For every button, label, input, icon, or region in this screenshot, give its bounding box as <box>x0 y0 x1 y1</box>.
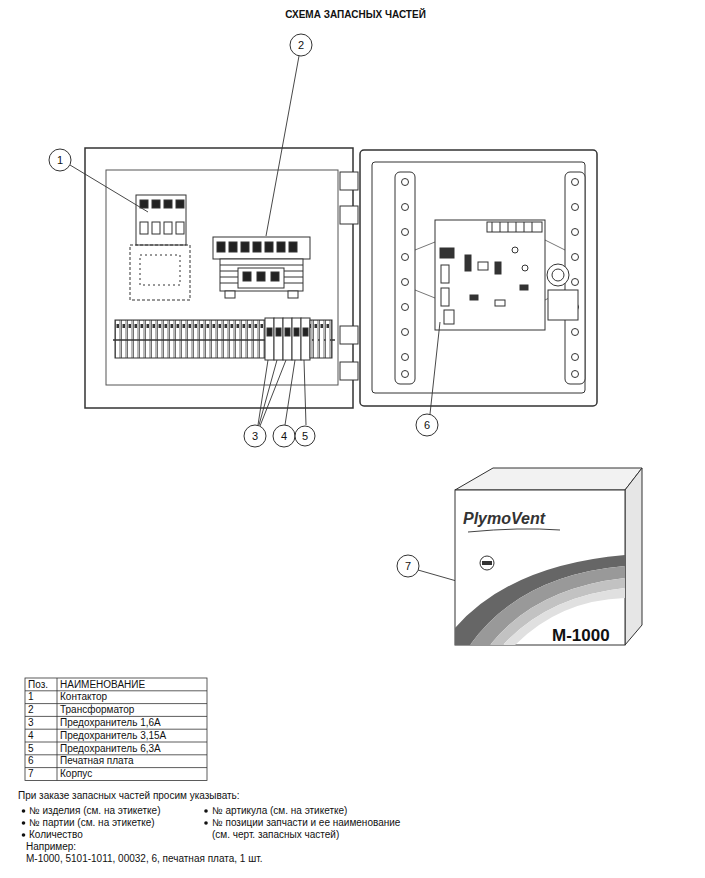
leader-line <box>70 56 460 582</box>
bullet-item: № изделия (см. на этикетке) <box>29 805 160 817</box>
parts-table-grid <box>25 678 207 780</box>
cabinet-housing <box>85 148 358 408</box>
table-cell: 1 <box>28 691 34 703</box>
note-text: M-1000, 5101-1011, 00032, 6, печатная пл… <box>26 853 262 865</box>
table-cell: Печатная плата <box>60 755 133 767</box>
pcb-board <box>435 220 578 330</box>
bullet-item: Количество <box>29 829 83 841</box>
table-cell: НАИМЕНОВАНИЕ <box>60 679 145 691</box>
callout-number: 5 <box>294 429 316 443</box>
table-cell: 2 <box>28 704 34 716</box>
brand-logo: PlymoVent <box>463 510 545 528</box>
callout-number: 1 <box>49 153 71 167</box>
table-cell: 5 <box>28 743 34 755</box>
callout-number: 3 <box>244 429 266 443</box>
table-cell: Предохранитель 6,3А <box>60 743 161 755</box>
note-text: Например: <box>26 841 76 853</box>
note-text: При заказе запасных частей просим указыв… <box>18 790 240 802</box>
callout-circle <box>49 34 438 577</box>
table-cell: Предохранитель 3,15А <box>60 730 166 742</box>
table-cell: 6 <box>28 755 34 767</box>
table-cell: Поз. <box>28 679 48 691</box>
callout-number: 6 <box>416 418 438 432</box>
table-cell: 7 <box>28 768 34 780</box>
callout-number: 2 <box>290 38 312 52</box>
table-cell: Контактор <box>60 691 107 703</box>
terminal-strip <box>113 318 335 360</box>
callout-number: 4 <box>273 429 295 443</box>
bullet-item: № позиции запчасти и ее наименование (см… <box>212 817 412 841</box>
table-cell: 3 <box>28 717 34 729</box>
model-name: M-1000 <box>552 626 610 645</box>
cabinet-door <box>360 150 597 406</box>
table-cell: Трансформатор <box>60 704 134 716</box>
table-cell: 4 <box>28 730 34 742</box>
housing-box <box>455 468 642 645</box>
contactor-symbol <box>130 195 190 300</box>
bullet-item: № партии (см. на этикетке) <box>29 817 155 829</box>
table-cell: Предохранитель 1,6А <box>60 717 161 729</box>
bullet-item: № артикула (см. на этикетке) <box>212 805 347 817</box>
page-title: СХЕМА ЗАПАСНЫХ ЧАСТЕЙ <box>3 9 705 21</box>
transformer-symbol <box>213 237 310 298</box>
table-cell: Корпус <box>60 768 92 780</box>
callout-number: 7 <box>397 559 419 573</box>
